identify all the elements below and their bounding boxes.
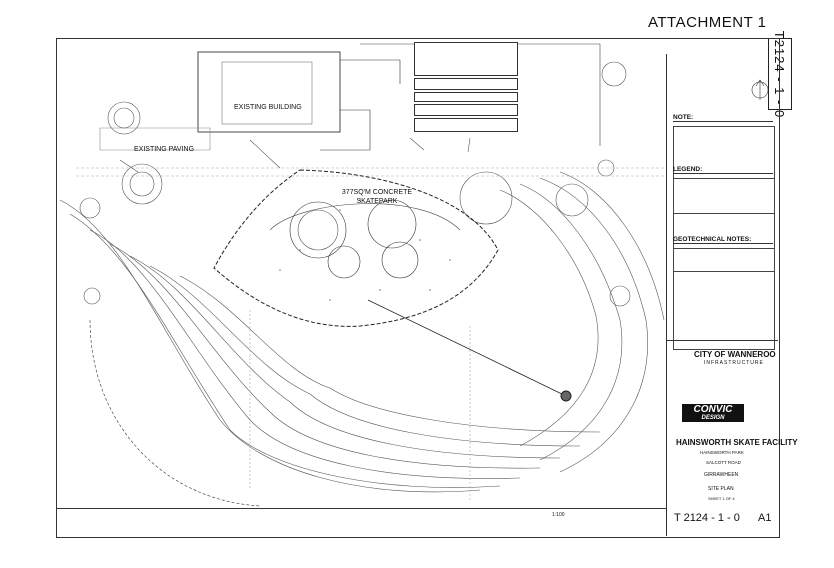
- logo-sub-text: DESIGN: [701, 415, 725, 421]
- note-content-box: [673, 126, 775, 214]
- project-title: HAINSWORTH SKATE FACILITY: [676, 438, 798, 447]
- project-road: SALCOTT ROAD: [706, 460, 741, 465]
- existing-paving-label: EXISTING PAVING: [134, 146, 195, 153]
- skatepark-label: 377SQ'M CONCRETE SKATEPARK: [341, 189, 413, 205]
- legend-heading: LEGEND:: [673, 166, 773, 174]
- project-park: HAINSWORTH PARK: [700, 450, 744, 455]
- note-box: [414, 104, 518, 116]
- note-box: [414, 78, 518, 90]
- project-suburb: GIRRAWHEEN: [704, 472, 739, 478]
- drawing-number: T 2124 - 1 - 0: [674, 512, 740, 524]
- note-box: [414, 118, 518, 132]
- attachment-heading: ATTACHMENT 1: [648, 14, 767, 31]
- notes-panel: NOTE: LEGEND: GEOTECHNICAL NOTES:: [666, 54, 779, 536]
- legend-box: [673, 178, 775, 272]
- sheet-size: A1: [758, 512, 772, 524]
- sheet-number: SHEET 1 OF 4: [708, 496, 735, 501]
- convic-design-logo: CONVIC DESIGN: [682, 404, 744, 422]
- council-name: CITY OF WANNEROO: [694, 350, 776, 359]
- sheet-title: SITE PLAN: [708, 486, 734, 492]
- title-block: [666, 340, 778, 536]
- geotechnical-heading: GEOTECHNICAL NOTES:: [673, 236, 773, 244]
- scale-value: 1:100: [552, 512, 565, 518]
- revision-strip: [56, 508, 666, 537]
- note-heading: NOTE:: [673, 114, 773, 122]
- drawing-border: [56, 38, 780, 538]
- council-dept: INFRASTRUCTURE: [704, 360, 764, 366]
- logo-main-text: CONVIC: [693, 404, 733, 415]
- geotechnical-box: [673, 248, 775, 350]
- note-box: [414, 92, 518, 102]
- existing-building-label: EXISTING BUILDING: [234, 104, 302, 111]
- note-box: [414, 42, 518, 76]
- drawing-tag-vertical: T2124 - 1 - 0: [768, 30, 792, 118]
